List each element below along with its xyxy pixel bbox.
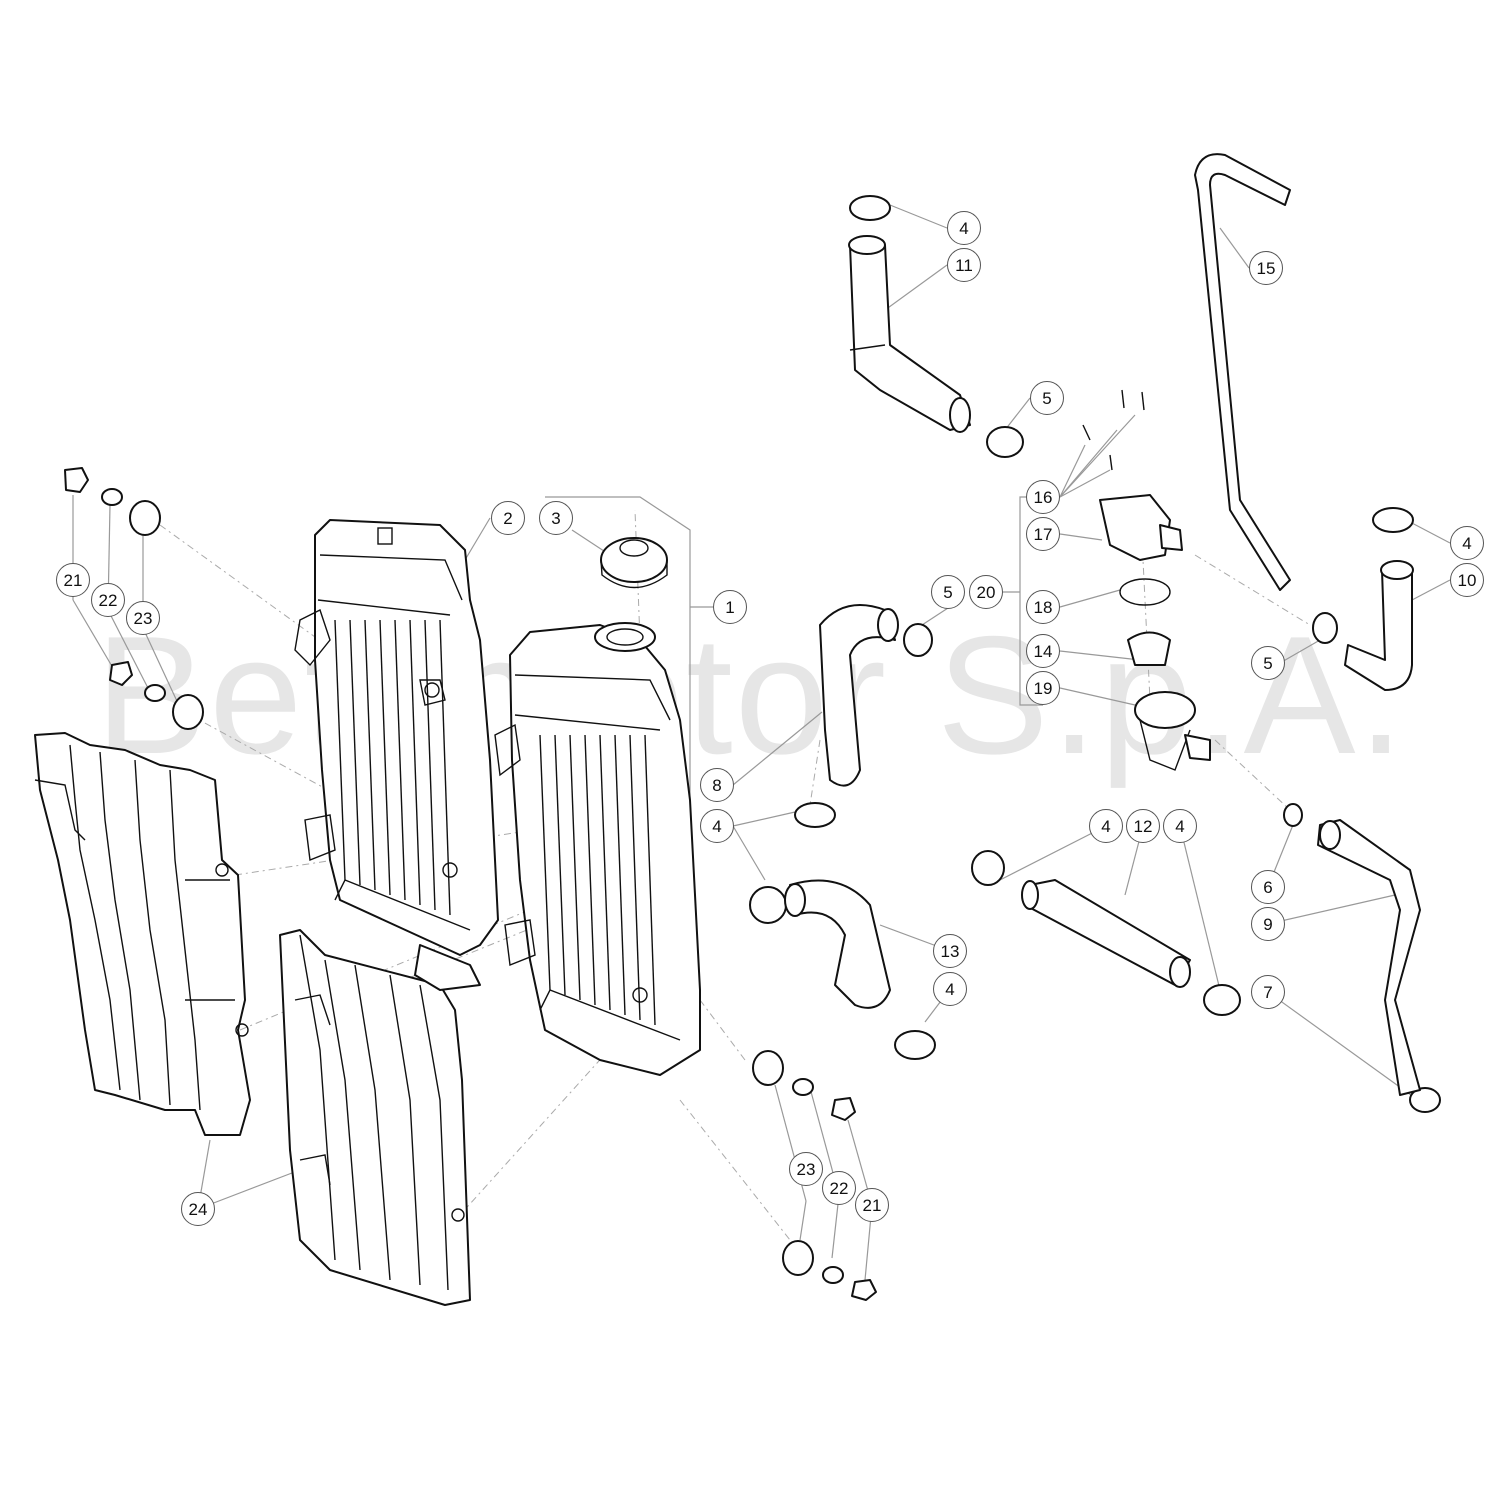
- callout-18: 18: [1026, 590, 1060, 624]
- radiator-cap: [600, 537, 668, 589]
- fasteners-left: [64, 467, 204, 730]
- callout-21: 21: [56, 563, 90, 597]
- callout-22: 22: [91, 583, 125, 617]
- callout-8: 8: [700, 768, 734, 802]
- callout-4: 4: [1163, 809, 1197, 843]
- callout-12: 12: [1126, 809, 1160, 843]
- hose-9: [1317, 819, 1421, 1096]
- callout-4: 4: [700, 809, 734, 843]
- callout-16: 16: [1026, 480, 1060, 514]
- callout-3: 3: [539, 501, 573, 535]
- callout-5: 5: [1030, 381, 1064, 415]
- callout-2: 2: [491, 501, 525, 535]
- hose-15: [1194, 153, 1291, 591]
- callout-23: 23: [789, 1152, 823, 1186]
- hose-12: [1021, 879, 1191, 988]
- callout-21: 21: [855, 1188, 889, 1222]
- hose-clamps: [749, 195, 1441, 1113]
- callout-10: 10: [1450, 563, 1484, 597]
- callout-4: 4: [947, 211, 981, 245]
- callout-20: 20: [969, 575, 1003, 609]
- callout-7: 7: [1251, 975, 1285, 1009]
- callout-23: 23: [126, 601, 160, 635]
- callout-15: 15: [1249, 251, 1283, 285]
- callout-4: 4: [1450, 526, 1484, 560]
- callout-19: 19: [1026, 671, 1060, 705]
- callout-5: 5: [931, 575, 965, 609]
- callout-24: 24: [181, 1192, 215, 1226]
- leader-lines: [72, 204, 1451, 1281]
- callout-5: 5: [1251, 646, 1285, 680]
- hose-8: [819, 604, 899, 787]
- radiator-left: [294, 519, 499, 991]
- callout-4: 4: [933, 972, 967, 1006]
- fasteners-right: [752, 1050, 877, 1301]
- callout-14: 14: [1026, 634, 1060, 668]
- callout-6: 6: [1251, 870, 1285, 904]
- callout-22: 22: [822, 1171, 856, 1205]
- callout-13: 13: [933, 934, 967, 968]
- callout-9: 9: [1251, 907, 1285, 941]
- callout-17: 17: [1026, 517, 1060, 551]
- thermostat-assembly: [1082, 389, 1211, 771]
- callout-1: 1: [713, 590, 747, 624]
- hose-10: [1344, 560, 1414, 691]
- hose-13: [784, 879, 891, 1009]
- radiator-shroud-left: [34, 732, 251, 1136]
- callout-4: 4: [1089, 809, 1123, 843]
- radiator-right: [494, 622, 701, 1076]
- hose-11: [848, 235, 971, 433]
- radiator-grille: [279, 929, 471, 1306]
- callout-11: 11: [947, 248, 981, 282]
